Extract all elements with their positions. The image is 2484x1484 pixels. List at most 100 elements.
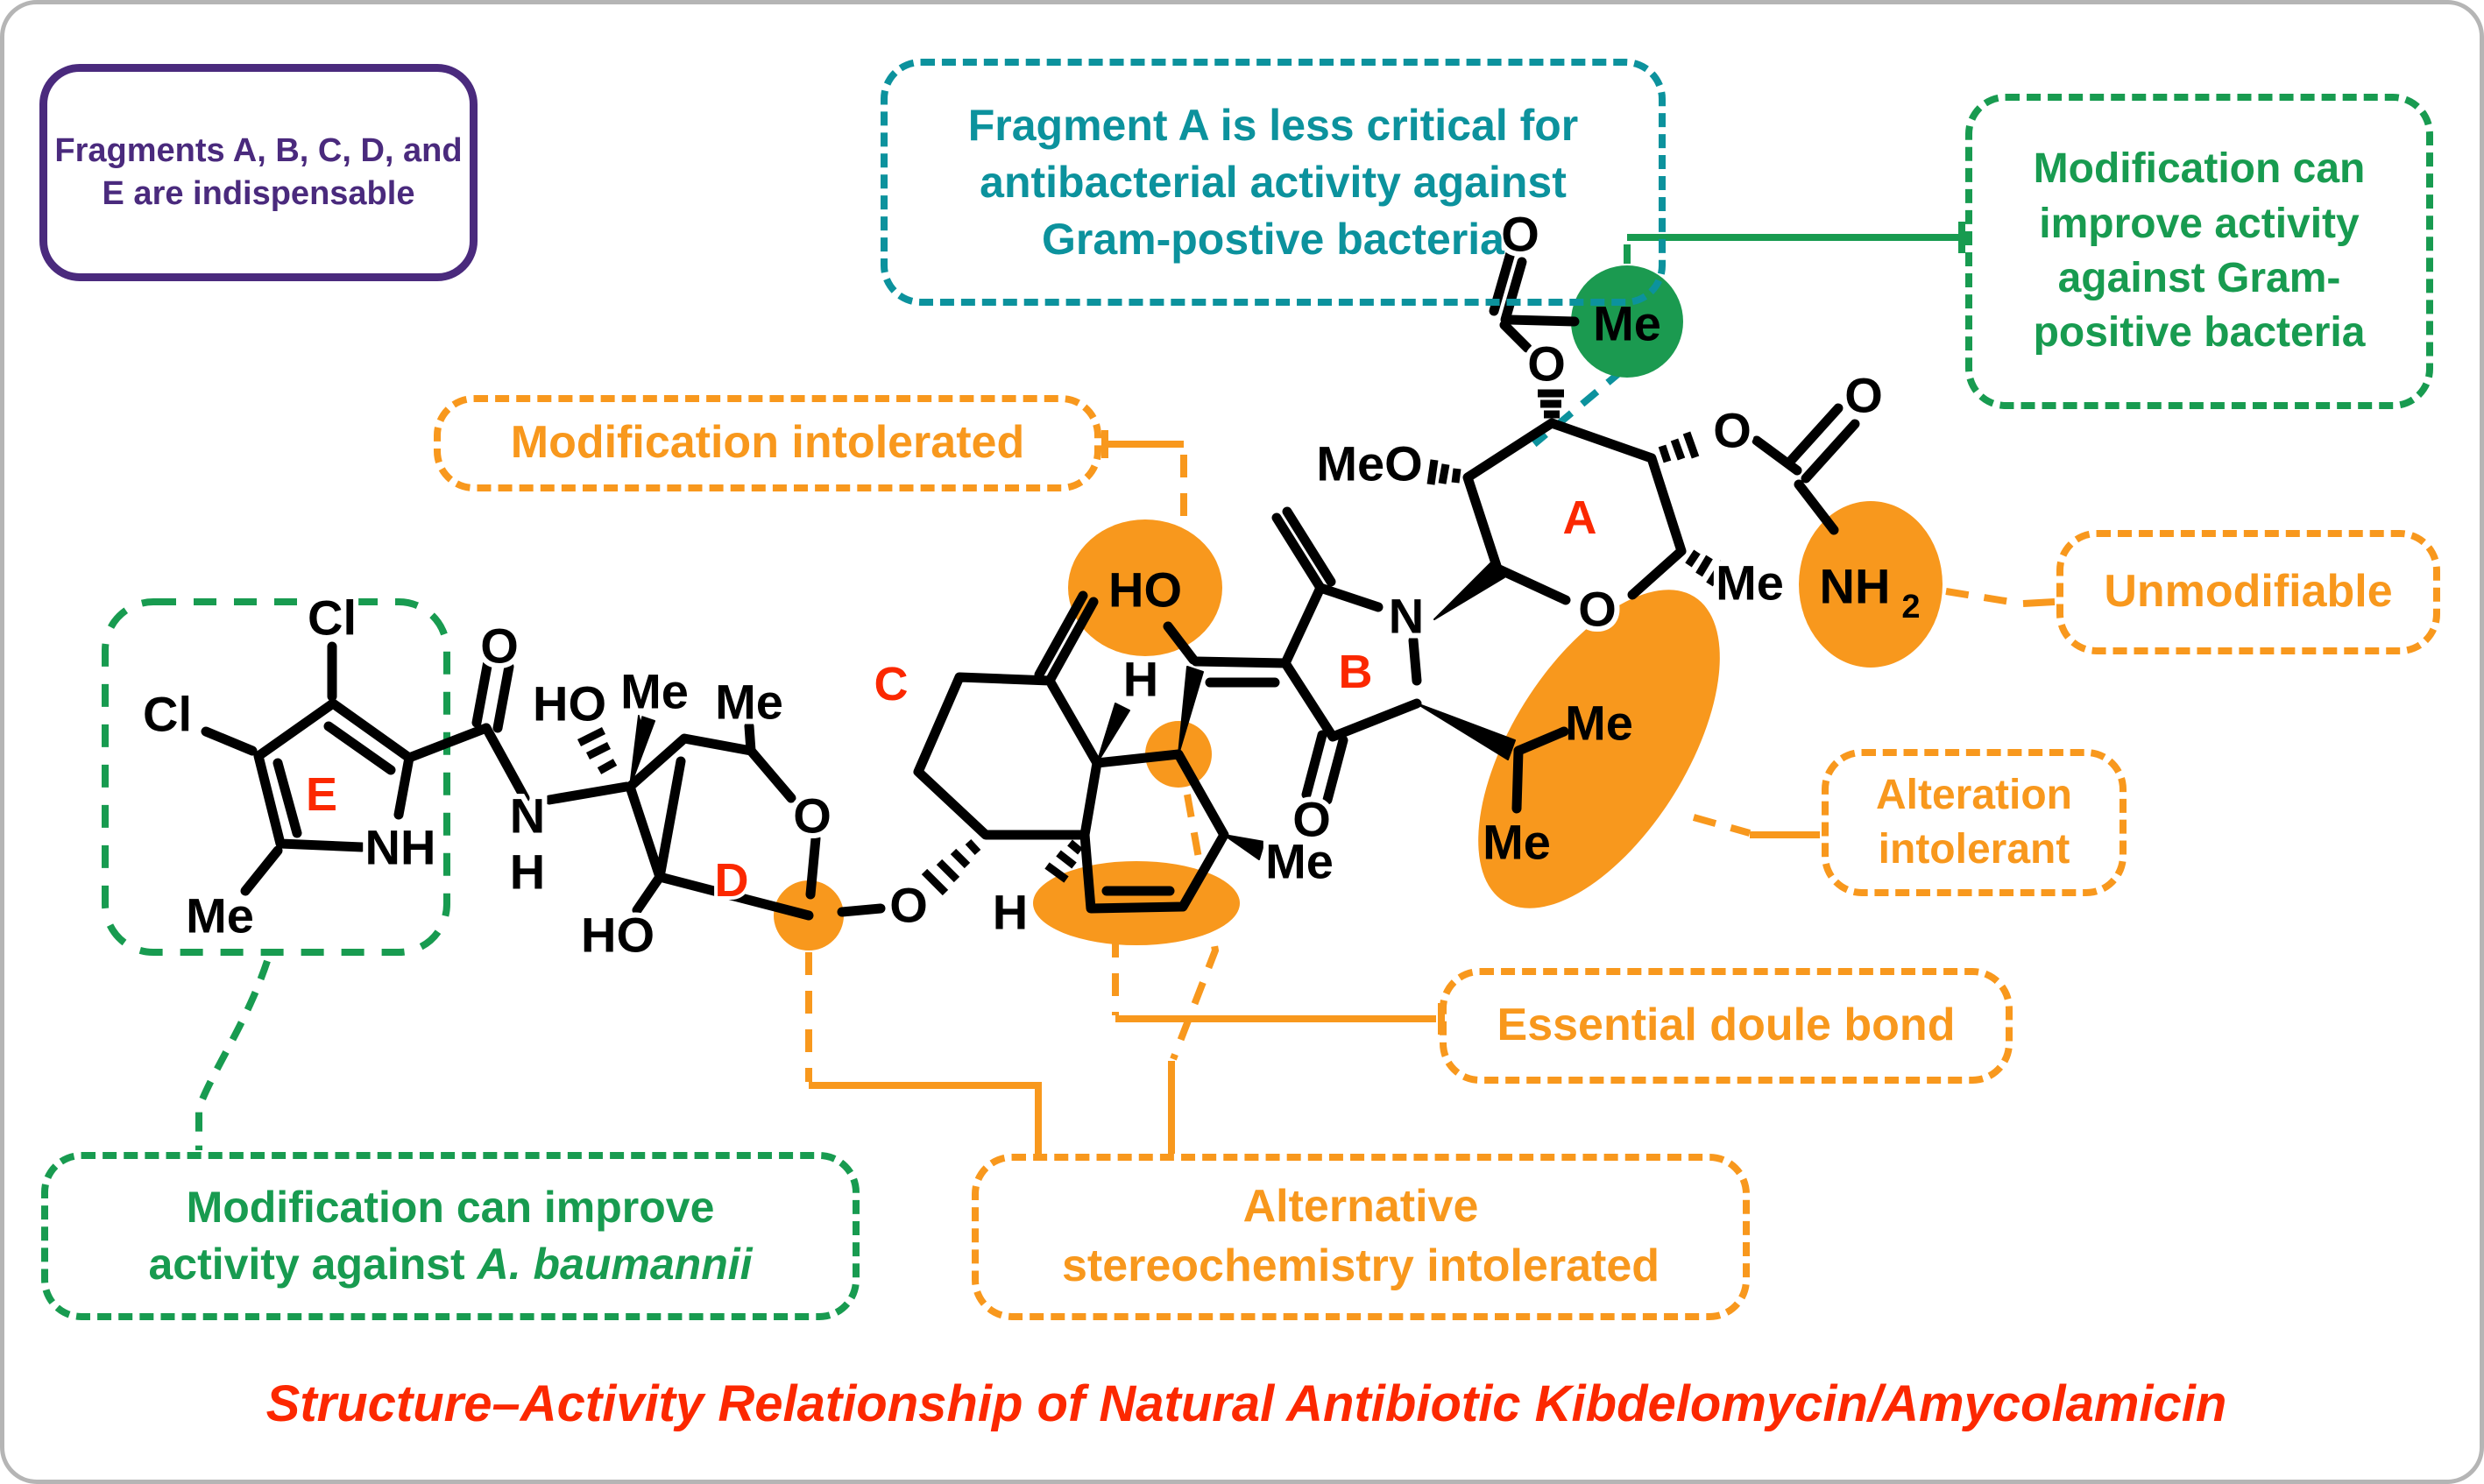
bond bbox=[625, 733, 821, 921]
atom-label-carbamate-sub: 2 bbox=[1901, 589, 1920, 625]
fragment-label-b: B bbox=[1339, 646, 1373, 698]
atom-label-ho-lower: HO bbox=[581, 908, 655, 963]
atom-label-glyco-o: O bbox=[889, 878, 928, 933]
atom-label-cl-left: Cl bbox=[143, 687, 192, 742]
glycosidic-bond bbox=[837, 903, 886, 917]
callout-line: Alteration bbox=[1875, 771, 2072, 818]
atom-label-me-ipr1: Me bbox=[1565, 696, 1633, 751]
atom-label-ring-o-a: O bbox=[1578, 582, 1617, 637]
bond bbox=[1079, 749, 1229, 914]
hash-bond-h bbox=[1044, 839, 1083, 883]
connector-dashed-line bbox=[1170, 794, 1220, 1061]
atom-label-carbamate-o-ester: O bbox=[1713, 403, 1752, 458]
decalin-c-ring bbox=[913, 590, 1265, 914]
atom-label-ho-upper: HO bbox=[533, 676, 606, 731]
wedge-bond-enol bbox=[1178, 666, 1204, 755]
callout-line: Fragments A, B, C, D, and bbox=[54, 131, 463, 169]
double-bond bbox=[1784, 403, 1860, 484]
sugar-a-ring bbox=[1426, 389, 1727, 605]
connector-line bbox=[2022, 598, 2056, 607]
callout-unmodifiable: Unmodifiable bbox=[2056, 530, 2440, 654]
molecule-drawing: Cl Cl Me NH E O N H HO Me Me O HO D O H … bbox=[102, 201, 2056, 1154]
atom-label-me-pyrrole: Me bbox=[186, 888, 254, 943]
highlight-enol-hydroxyl bbox=[1068, 519, 1222, 656]
sugar-d-ring bbox=[577, 715, 886, 921]
bond bbox=[1794, 479, 1839, 535]
wedge-bond-isopropyl bbox=[1416, 703, 1516, 760]
bond bbox=[201, 726, 258, 756]
hash-bond-acetate bbox=[1538, 389, 1564, 419]
exocyclic-methylene-double-bond bbox=[1271, 506, 1336, 593]
connector-ring-junction-stereocenter bbox=[1168, 794, 1220, 1154]
connector-line bbox=[809, 1082, 1042, 1154]
bond bbox=[404, 723, 492, 763]
atom-label-carbamate-nh: NH bbox=[1820, 559, 1891, 614]
bond bbox=[1163, 621, 1199, 665]
atom-label-cl-top: Cl bbox=[308, 590, 357, 646]
callout-line: Gram-postive bacteria bbox=[1042, 214, 1504, 264]
callout-line: activity against A. baumannii bbox=[148, 1236, 752, 1293]
bond bbox=[1504, 314, 1580, 327]
atom-label-me-c3: Me bbox=[715, 675, 783, 730]
callout-line: Modification can bbox=[2033, 145, 2366, 193]
bond bbox=[253, 698, 414, 852]
callout-essential-double-bond: Essential doule bond bbox=[1440, 968, 2013, 1084]
double-bond bbox=[272, 758, 302, 838]
hash-bond-carbamate bbox=[1658, 431, 1700, 463]
callout-line: Modification intolerated bbox=[510, 417, 1025, 469]
connector-dashed-line bbox=[1945, 588, 2022, 607]
highlight-carbamate-amine bbox=[1799, 501, 1943, 668]
bond bbox=[744, 721, 756, 756]
callout-improve-baumannii: Modification can improve activity agains… bbox=[41, 1152, 860, 1320]
highlight-isopropyl-ellipse bbox=[1478, 590, 1720, 908]
fragment-label-a: A bbox=[1563, 491, 1597, 544]
callout-line: against Gram- bbox=[2057, 255, 2341, 301]
fragment-label-d: D bbox=[715, 854, 749, 907]
hash-bond-glycoside bbox=[921, 838, 981, 896]
hash-bond-meo bbox=[1426, 459, 1461, 485]
enol-bridge bbox=[1163, 621, 1291, 688]
wedge-bond-h bbox=[1096, 703, 1130, 764]
atom-label-me-wedge: Me bbox=[620, 664, 689, 719]
callout-modification-intolerated: Modification intolerated bbox=[434, 395, 1101, 491]
callout-line: stereochemistry intolerated bbox=[1061, 1240, 1660, 1291]
connector-fragment-e-improvement bbox=[195, 959, 271, 1150]
callout-line: positive bacteria bbox=[2033, 309, 2366, 357]
atom-label-ring-o-d: O bbox=[793, 788, 832, 844]
atom-label-carbamate-o-carbonyl: O bbox=[1844, 368, 1883, 423]
bond bbox=[632, 872, 665, 915]
bond bbox=[240, 845, 283, 896]
highlight-acetate-methyl bbox=[1571, 265, 1683, 378]
double-bond bbox=[1191, 656, 1291, 688]
atom-label-amide-h: H bbox=[510, 844, 545, 900]
fragment-label-c: C bbox=[874, 658, 909, 710]
atom-label-ketone-o: O bbox=[1292, 792, 1331, 847]
fragment-label-e: E bbox=[306, 768, 337, 821]
atom-label-fusion-h: H bbox=[1123, 652, 1158, 707]
bond bbox=[1511, 746, 1524, 814]
callout-fragments-indispensable: Fragments A, B, C, D, and E are indispen… bbox=[39, 64, 478, 281]
connector-alteration-intolerant bbox=[1692, 814, 1820, 838]
bond bbox=[913, 672, 1102, 840]
atom-label-me-a: Me bbox=[1716, 555, 1784, 611]
connector-essential-double-bond bbox=[1112, 935, 1445, 1035]
atom-label-acetate-o-carbonyl: O bbox=[1501, 207, 1539, 262]
bond bbox=[1462, 418, 1687, 605]
atom-label-acetate-o-ester: O bbox=[1527, 336, 1566, 392]
connector-modification-intolerated bbox=[1101, 430, 1187, 546]
callout-line: E are indispensable bbox=[102, 175, 415, 212]
callout-line: improve activity bbox=[2039, 200, 2360, 247]
callout-line: Unmodifiable bbox=[2104, 566, 2393, 618]
connector-anomeric-stereocenter bbox=[805, 952, 1042, 1154]
hash-bond bbox=[577, 726, 618, 774]
callout-alteration-intolerant: Alteration intolerant bbox=[1822, 749, 2127, 896]
bond bbox=[655, 756, 686, 882]
amide-linker bbox=[404, 656, 632, 805]
atom-label-me-ipr2: Me bbox=[1483, 815, 1551, 870]
tetramic-b-ring bbox=[1271, 506, 1516, 805]
callout-alternative-stereochemistry: Alternative stereochemistry intolerated bbox=[972, 1154, 1750, 1320]
double-bond bbox=[471, 656, 514, 733]
bond bbox=[1513, 726, 1569, 756]
bond bbox=[544, 781, 632, 805]
callout-line: Essential doule bond bbox=[1497, 1000, 1956, 1051]
